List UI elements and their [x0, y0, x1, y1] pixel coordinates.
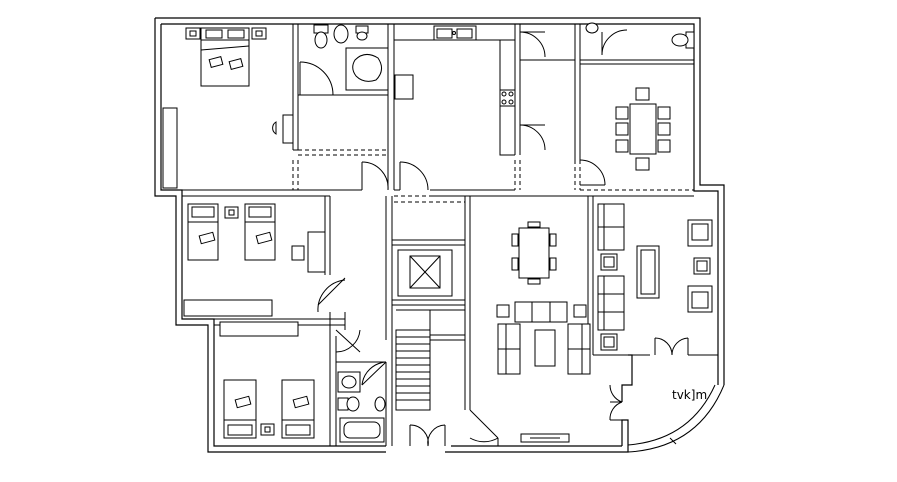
doors [299, 29, 689, 447]
master-wardrobe [162, 107, 178, 189]
tv-console [520, 433, 570, 443]
twin-bed-1 [187, 203, 219, 261]
lounge-sofa-bottom [597, 275, 625, 331]
open-passages [292, 149, 694, 240]
twin-bed-4 [281, 379, 315, 439]
study-desk [291, 231, 326, 273]
bath2-fixtures [337, 371, 386, 443]
elevator [397, 249, 453, 297]
kitchen-stove [499, 89, 516, 107]
nightstand-right [251, 27, 267, 40]
twin-bed-3 [223, 379, 257, 439]
master-bed [200, 27, 250, 87]
lounge-side-tables [600, 253, 711, 351]
kids-nightstand-1 [224, 206, 239, 219]
kids-wardrobe-1 [183, 299, 273, 317]
kids-wardrobe-2 [219, 321, 299, 337]
dressing-table [272, 114, 294, 144]
kids-nightstand-2 [260, 423, 275, 436]
lounge-sofa-top [597, 203, 625, 251]
twin-bed-2 [244, 203, 276, 261]
curved-balcony [627, 384, 725, 453]
dining-table-small [511, 221, 557, 285]
annotation-label: tvk]m [672, 388, 707, 402]
refrigerator [394, 74, 414, 100]
dining-table [615, 87, 671, 171]
lounge-armchairs [687, 219, 713, 313]
lounge-coffee-table [636, 245, 660, 299]
nightstand-left [185, 27, 201, 40]
kitchen-sink [433, 25, 477, 41]
living-sofa-set [496, 301, 591, 375]
wc-fixtures [585, 22, 695, 49]
staircase [395, 309, 465, 411]
master-bath-fixtures [313, 24, 389, 91]
